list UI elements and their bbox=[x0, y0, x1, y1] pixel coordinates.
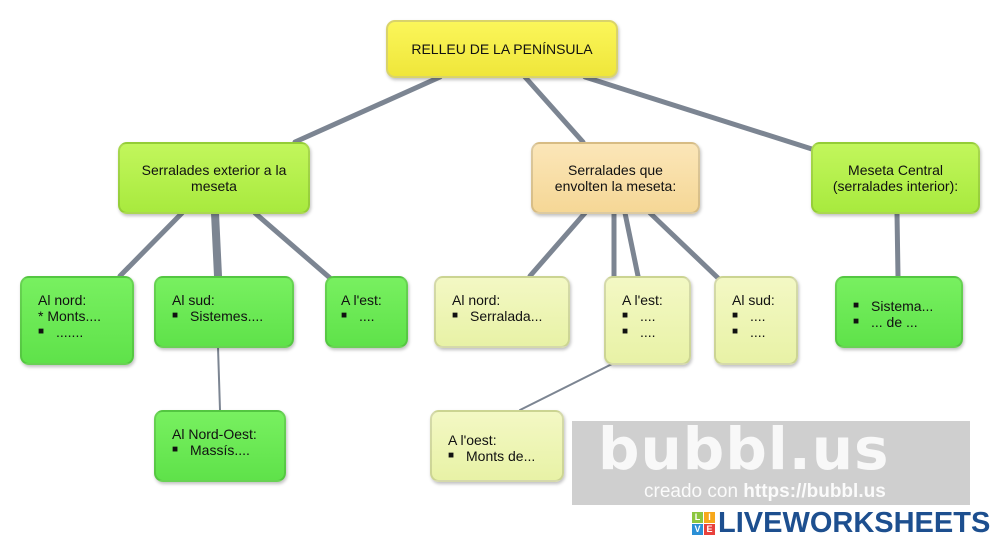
bullet-icon: ■ bbox=[853, 300, 860, 311]
node-envolten-oest[interactable]: A l'oest: ■ Monts de... bbox=[430, 410, 564, 482]
link-est-oest bbox=[519, 363, 613, 411]
node-serralades-exterior[interactable]: Serralades exterior a la meseta bbox=[118, 142, 310, 214]
bullet-text: Monts de... bbox=[466, 448, 536, 464]
link-exterior-est bbox=[252, 210, 333, 281]
node-central-sistema[interactable]: ■ Sistema... ■ ... de ... bbox=[835, 276, 963, 348]
node-title: Al nord: bbox=[38, 292, 87, 308]
bullet-text: ....... bbox=[56, 324, 84, 340]
bullet-icon: ■ bbox=[622, 310, 629, 321]
link-root-envolten bbox=[522, 74, 586, 145]
link-root-central bbox=[582, 74, 818, 153]
bullet-text: .... bbox=[359, 308, 375, 324]
bullet-text: .... bbox=[750, 324, 766, 340]
bullet-icon: ■ bbox=[853, 316, 860, 327]
bullet-text: Sistemes.... bbox=[190, 308, 264, 324]
bullet-text: ... de ... bbox=[871, 314, 918, 330]
bullet-icon: ■ bbox=[38, 326, 45, 337]
bullet-icon: ■ bbox=[341, 310, 348, 321]
link-exterior-sud bbox=[211, 209, 222, 280]
link-central-sistema bbox=[894, 210, 901, 279]
root-label: RELLEU DE LA PENÍNSULA bbox=[411, 41, 593, 57]
node-label: Serralades exterior a la meseta bbox=[141, 162, 287, 194]
watermark-url[interactable]: https://bubbl.us bbox=[743, 481, 886, 502]
node-label: Meseta Central (serralades interior): bbox=[832, 162, 959, 194]
bullet-icon: ■ bbox=[172, 444, 179, 455]
liveworksheets-text: LIVEWORKSHEETS bbox=[718, 507, 991, 539]
node-label: Serralades que envolten la meseta: bbox=[554, 162, 677, 194]
node-envolten-nord[interactable]: Al nord: ■ Serralada... bbox=[434, 276, 570, 348]
watermark-prefix: creado con bbox=[644, 481, 739, 502]
link-exterior-nord bbox=[117, 210, 185, 279]
logo-letter: I bbox=[704, 511, 715, 523]
node-envolten-est[interactable]: A l'est: ■.... ■.... bbox=[604, 276, 691, 365]
node-meseta-central[interactable]: Meseta Central (serralades interior): bbox=[811, 142, 980, 214]
watermark-logo: bubbl.us bbox=[598, 415, 890, 483]
bullet-text: .... bbox=[640, 324, 656, 340]
link-sud-nordoest bbox=[217, 346, 221, 411]
logo-letter: E bbox=[704, 523, 715, 535]
bullet-icon: ■ bbox=[732, 310, 739, 321]
bullet-text: Massís.... bbox=[190, 442, 250, 458]
node-title: Al Nord-Oest: bbox=[172, 426, 257, 442]
node-text: * Monts.... bbox=[38, 308, 102, 324]
logo-letter: V bbox=[692, 523, 703, 535]
node-exterior-nordoest[interactable]: Al Nord-Oest: ■ Massís.... bbox=[154, 410, 286, 482]
watermark-credit: creado con https://bubbl.us bbox=[644, 481, 886, 502]
bullet-icon: ■ bbox=[448, 450, 455, 461]
node-title: Al nord: bbox=[452, 292, 501, 308]
liveworksheets-brand: L I V E LIVEWORKSHEETS bbox=[692, 507, 990, 539]
root-node[interactable]: RELLEU DE LA PENÍNSULA bbox=[386, 20, 618, 78]
node-serralades-envolten[interactable]: Serralades que envolten la meseta: bbox=[531, 142, 700, 214]
bullet-text: Serralada... bbox=[470, 308, 543, 324]
bullet-text: .... bbox=[750, 308, 766, 324]
link-envolten-nord bbox=[527, 210, 588, 279]
link-envolten-est-b bbox=[622, 210, 641, 279]
node-exterior-est[interactable]: A l'est: ■.... bbox=[325, 276, 408, 348]
node-title: Al sud: bbox=[732, 292, 775, 308]
liveworksheets-logo-icon: L I V E bbox=[692, 511, 715, 535]
bullet-icon: ■ bbox=[172, 310, 179, 321]
node-exterior-nord[interactable]: Al nord: * Monts.... ■....... bbox=[20, 276, 134, 365]
node-title: A l'oest: bbox=[448, 432, 497, 448]
node-title: A l'est: bbox=[622, 292, 663, 308]
link-envolten-sud bbox=[647, 210, 721, 281]
bullet-icon: ■ bbox=[452, 310, 459, 321]
node-title: A l'est: bbox=[341, 292, 382, 308]
node-exterior-sud[interactable]: Al sud: ■ Sistemes.... bbox=[154, 276, 294, 348]
bullet-icon: ■ bbox=[622, 326, 629, 337]
node-title: Al sud: bbox=[172, 292, 215, 308]
link-root-exterior bbox=[292, 74, 443, 145]
bullet-text: Sistema... bbox=[871, 298, 934, 314]
node-envolten-sud[interactable]: Al sud: ■.... ■.... bbox=[714, 276, 798, 365]
bullet-text: .... bbox=[640, 308, 656, 324]
bullet-icon: ■ bbox=[732, 326, 739, 337]
logo-letter: L bbox=[692, 511, 703, 523]
bubblus-watermark: bubbl.us creado con https://bubbl.us bbox=[572, 415, 970, 505]
